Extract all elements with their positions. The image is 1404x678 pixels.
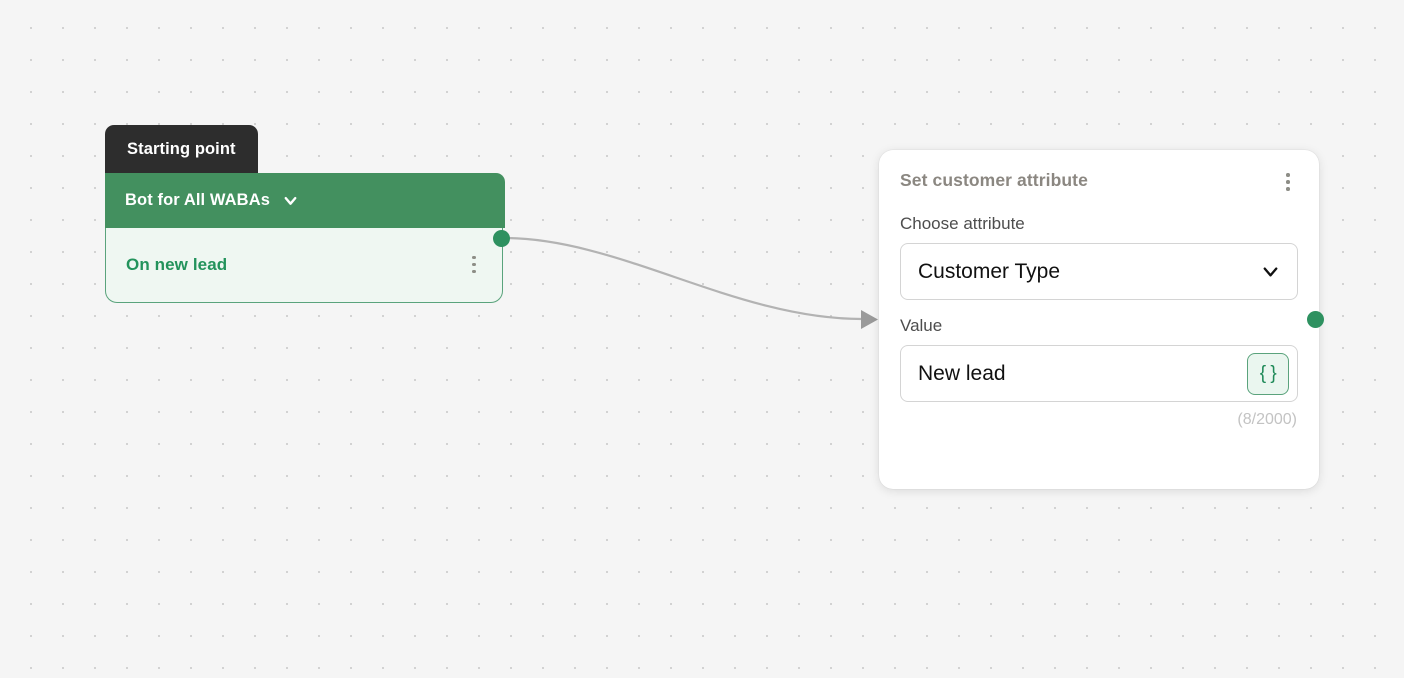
action-output-port[interactable] xyxy=(1307,311,1324,328)
starting-point-badge-label: Starting point xyxy=(127,139,236,158)
connector-path xyxy=(502,236,864,321)
trigger-output-port[interactable] xyxy=(493,230,510,247)
value-label: Value xyxy=(900,316,943,335)
choose-attribute-label: Choose attribute xyxy=(900,214,1025,233)
more-vertical-icon[interactable] xyxy=(1278,170,1298,194)
choose-attribute-select[interactable]: Customer Type xyxy=(900,243,1298,300)
trigger-node-header-title: Bot for All WABAs xyxy=(125,191,270,209)
action-card-header: Set customer attribute xyxy=(900,170,1298,198)
chevron-down-icon[interactable] xyxy=(281,191,300,210)
trigger-node-header[interactable]: Bot for All WABAs xyxy=(105,173,505,228)
connector-arrowhead xyxy=(861,310,878,329)
more-vertical-icon[interactable] xyxy=(464,253,484,277)
starting-point-badge: Starting point xyxy=(105,125,258,173)
chevron-down-icon[interactable] xyxy=(1259,260,1282,283)
action-card-title: Set customer attribute xyxy=(900,170,1088,190)
trigger-node-body-title: On new lead xyxy=(126,254,228,274)
set-customer-attribute-card[interactable]: Set customer attribute Choose attribute … xyxy=(879,150,1319,489)
value-char-counter: (8/2000) xyxy=(1237,411,1297,428)
curly-braces-icon[interactable]: { } xyxy=(1247,352,1289,395)
value-input-wrapper[interactable]: New lead { } xyxy=(900,345,1298,402)
trigger-node-body[interactable]: On new lead xyxy=(105,227,503,303)
value-input[interactable]: New lead xyxy=(918,361,1006,385)
choose-attribute-value: Customer Type xyxy=(918,259,1061,283)
